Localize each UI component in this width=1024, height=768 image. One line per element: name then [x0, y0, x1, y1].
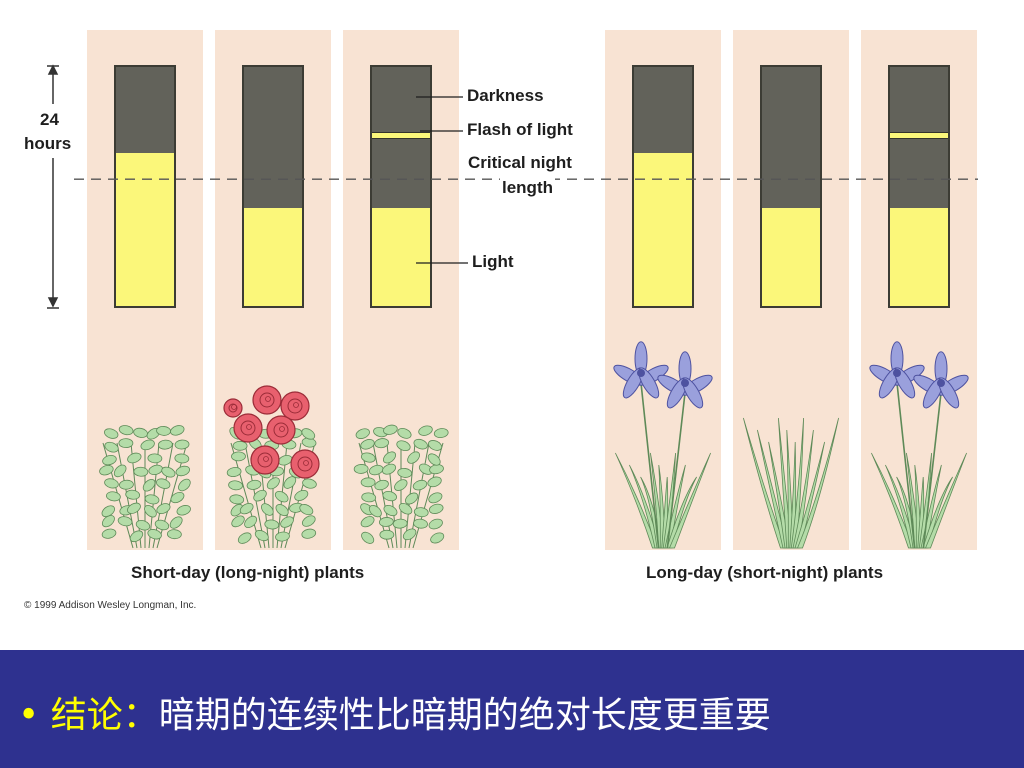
time-bar — [888, 65, 950, 308]
conclusion-body: 暗期的连续性比暗期的绝对长度更重要 — [158, 695, 771, 736]
flash-of-light-segment — [372, 132, 430, 139]
panel-long-day-3 — [861, 30, 977, 550]
leader-lines — [416, 96, 468, 264]
label-flash-of-light: Flash of light — [467, 120, 573, 139]
flash-of-light-segment — [890, 132, 948, 139]
time-bar — [632, 65, 694, 308]
light-segment — [116, 153, 174, 306]
caption-long-day: Long-day (short-night) plants — [646, 563, 884, 582]
iris-flower — [913, 351, 969, 409]
axis-label-24: 24 — [40, 110, 59, 129]
label-critical-length: length — [500, 178, 555, 198]
label-critical-night: Critical night — [466, 153, 574, 173]
light-segment — [890, 208, 948, 306]
hours-axis — [47, 64, 59, 309]
diagram-overlay — [47, 64, 978, 549]
conclusion-text: • 结论：暗期的连续性比暗期的绝对长度更重要 — [18, 686, 771, 738]
flowering-iris — [869, 341, 969, 549]
vegetative-shrub — [99, 425, 191, 549]
flowering-shrub — [223, 385, 320, 549]
conclusion-banner — [0, 650, 1024, 768]
flowering-iris — [613, 341, 713, 549]
label-light: Light — [472, 252, 514, 271]
caption-short-day: Short-day (long-night) plants — [131, 563, 365, 582]
time-bar — [242, 65, 304, 308]
iris-flower — [657, 351, 713, 409]
photoperiod-diagram: 24 hours Darkness Flash of light Critica… — [24, 30, 978, 611]
axis-label-hours: hours — [24, 134, 72, 153]
time-bar — [114, 65, 176, 308]
rose-flower — [223, 398, 243, 418]
darkness-segment — [244, 67, 302, 208]
label-darkness: Darkness — [467, 86, 544, 105]
light-segment — [634, 153, 692, 306]
iris-flower — [613, 341, 669, 399]
light-segment — [372, 208, 430, 306]
darkness-segment — [116, 67, 174, 153]
panel-long-day-2 — [733, 30, 849, 550]
rose-flower — [250, 445, 280, 475]
rose-flower — [252, 385, 282, 415]
iris-flower — [869, 341, 925, 399]
conclusion-keyword: 结论： — [50, 695, 159, 736]
copyright-notice: © 1999 Addison Wesley Longman, Inc. — [24, 600, 197, 611]
bullet: • — [18, 695, 40, 736]
rose-flower — [233, 413, 263, 443]
vegetative-shrub — [353, 424, 449, 549]
light-segment — [244, 208, 302, 306]
plants-layer — [99, 341, 969, 549]
darkness-segment — [762, 67, 820, 208]
rose-flower — [266, 415, 296, 445]
time-bar — [370, 65, 432, 308]
rose-flower — [280, 391, 310, 421]
darkness-segment — [634, 67, 692, 153]
vegetative-iris — [743, 417, 839, 549]
panel-long-day-1 — [605, 30, 721, 550]
time-bar — [760, 65, 822, 308]
rose-flower — [290, 449, 320, 479]
light-segment — [762, 208, 820, 306]
